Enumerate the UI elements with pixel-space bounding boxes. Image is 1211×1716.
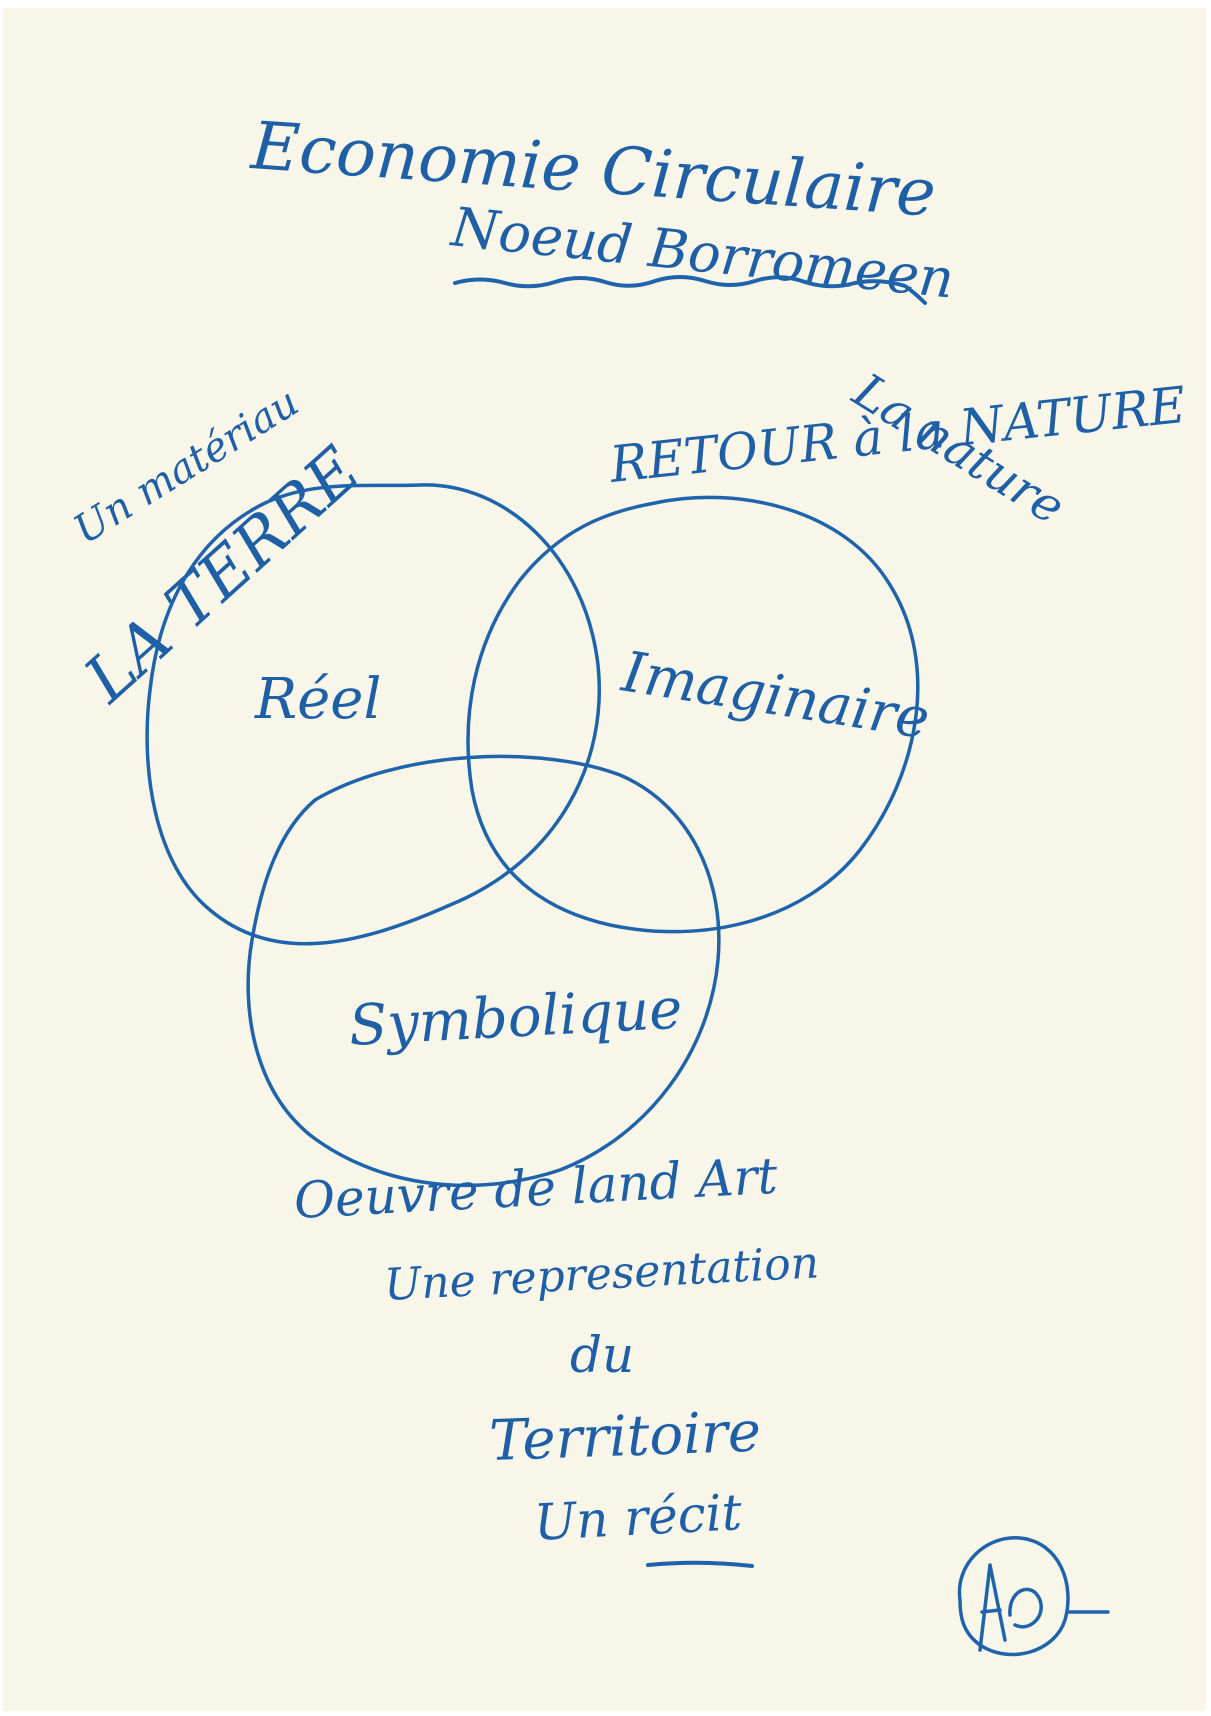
bottom-line-2: Une representation	[383, 1237, 820, 1311]
label-reel: Réel	[254, 667, 381, 732]
circle-imaginaire	[466, 495, 920, 934]
bottom-line-1: Oeuvre de land Art	[293, 1147, 780, 1230]
paper-sheet	[3, 8, 1206, 1711]
bottom-line-5: Un récit	[533, 1483, 744, 1552]
circle-symbolique	[246, 754, 721, 1188]
label-symbolique: Symbolique	[347, 977, 683, 1059]
bottom-line-4: Territoire	[488, 1400, 762, 1474]
bottom-line-3: du	[570, 1326, 634, 1384]
title-underline	[453, 275, 927, 305]
label-imaginaire: Imaginaire	[617, 639, 934, 752]
recit-underline	[646, 1560, 754, 1568]
signature-icon	[957, 1536, 1110, 1657]
